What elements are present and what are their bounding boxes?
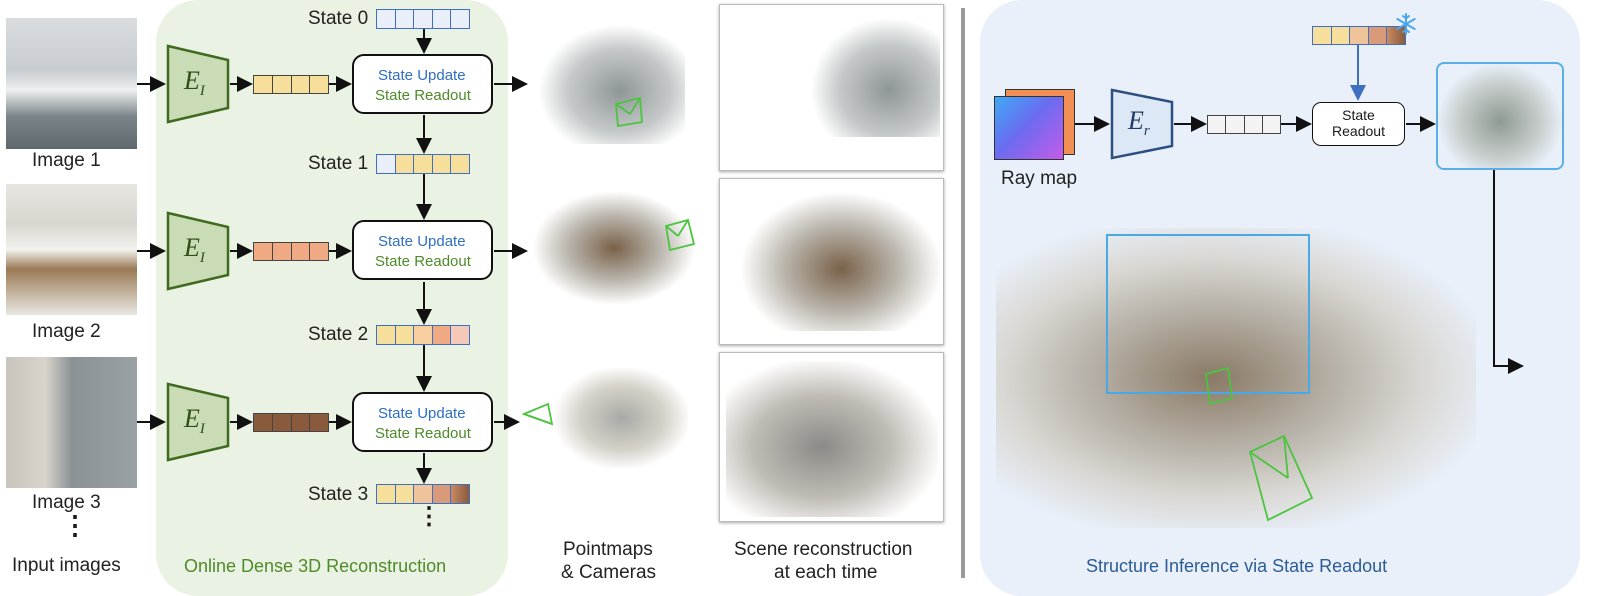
state-readout-block: State Readout bbox=[1312, 102, 1405, 146]
scene-frame-3 bbox=[719, 352, 944, 522]
state-ellipsis: ⋮ bbox=[417, 503, 441, 530]
snowflake-icon bbox=[1394, 12, 1418, 36]
raymap-image bbox=[994, 96, 1064, 160]
input-image-3-label: Image 3 bbox=[32, 492, 101, 513]
encoder-3-subscript: I bbox=[199, 421, 205, 438]
state-2-label: State 2 bbox=[308, 324, 369, 345]
image-tokens-3 bbox=[253, 413, 329, 432]
encoder-2-subscript: I bbox=[199, 250, 205, 267]
camera-icon-5 bbox=[1205, 366, 1233, 406]
camera-icon-3 bbox=[521, 402, 554, 426]
image-tokens-1 bbox=[253, 75, 329, 94]
section-divider bbox=[961, 8, 965, 578]
ray-tokens bbox=[1207, 115, 1281, 134]
input-images-caption: Input images bbox=[12, 555, 121, 576]
scene-frame-1 bbox=[719, 4, 944, 171]
input-image-3 bbox=[6, 357, 137, 488]
encoder-1-subscript: I bbox=[199, 83, 205, 100]
inference-panel-title: Structure Inference via State Readout bbox=[1086, 556, 1388, 576]
full-scene-render bbox=[996, 228, 1476, 528]
state-block-3: State Update State Readout bbox=[352, 392, 493, 452]
state-readout-line2: Readout bbox=[1332, 123, 1385, 139]
pointmaps-caption-line2: & Cameras bbox=[561, 562, 657, 583]
scene-render-1 bbox=[812, 19, 940, 137]
state-block-1: State Update State Readout bbox=[352, 54, 493, 114]
state-readout-label-1: State Readout bbox=[375, 87, 471, 104]
image-encoder-3: EI bbox=[166, 382, 230, 462]
state-0-label: State 0 bbox=[308, 8, 369, 29]
ray-encoder-symbol: E bbox=[1128, 106, 1144, 135]
scene-caption-line2: at each time bbox=[774, 562, 878, 583]
input-image-2-label: Image 2 bbox=[32, 321, 101, 342]
image-encoder-1: EI bbox=[166, 44, 230, 124]
state-3-label: State 3 bbox=[308, 484, 369, 505]
pointmap-3 bbox=[556, 368, 688, 468]
state-readout-label-2: State Readout bbox=[375, 253, 471, 270]
frozen-state-tokens bbox=[1312, 26, 1406, 45]
input-ellipsis: ⋮ bbox=[62, 510, 88, 540]
scene-caption-line1: Scene reconstruction bbox=[734, 539, 913, 560]
state-2-tokens bbox=[376, 325, 470, 345]
scene-render-2 bbox=[742, 193, 940, 331]
state-readout-label-3: State Readout bbox=[375, 425, 471, 442]
state-block-2: State Update State Readout bbox=[352, 220, 493, 280]
camera-icon-2 bbox=[664, 218, 696, 252]
encoder-1-symbol: E bbox=[184, 66, 200, 95]
inferred-structure-small bbox=[1436, 62, 1564, 170]
state-1-tokens bbox=[376, 154, 470, 174]
input-image-1 bbox=[6, 18, 137, 149]
state-update-label-3: State Update bbox=[378, 405, 466, 422]
input-image-2 bbox=[6, 184, 137, 315]
state-0-tokens bbox=[376, 9, 470, 29]
scene-render-3 bbox=[726, 361, 938, 517]
raymap-label: Ray map bbox=[1001, 168, 1078, 189]
camera-icon-1 bbox=[615, 96, 643, 128]
encoder-2-symbol: E bbox=[184, 233, 200, 262]
image-encoder-2: EI bbox=[166, 211, 230, 291]
encoder-3-symbol: E bbox=[184, 404, 200, 433]
online-panel-title: Online Dense 3D Reconstruction bbox=[184, 556, 447, 576]
state-update-label-2: State Update bbox=[378, 233, 466, 250]
state-readout-line1: State bbox=[1342, 107, 1375, 123]
ray-encoder: Er bbox=[1110, 88, 1174, 160]
scene-frame-2 bbox=[719, 178, 944, 345]
pointmap-2 bbox=[534, 192, 694, 304]
image-tokens-2 bbox=[253, 242, 329, 261]
state-3-tokens bbox=[376, 484, 470, 504]
state-1-label: State 1 bbox=[308, 153, 369, 174]
input-image-1-label: Image 1 bbox=[32, 150, 101, 171]
pointmaps-caption-line1: Pointmaps bbox=[563, 539, 653, 560]
pointmap-1 bbox=[540, 26, 685, 144]
ray-encoder-subscript: r bbox=[1143, 123, 1150, 140]
state-update-label-1: State Update bbox=[378, 67, 466, 84]
camera-icon-4 bbox=[1248, 434, 1314, 522]
